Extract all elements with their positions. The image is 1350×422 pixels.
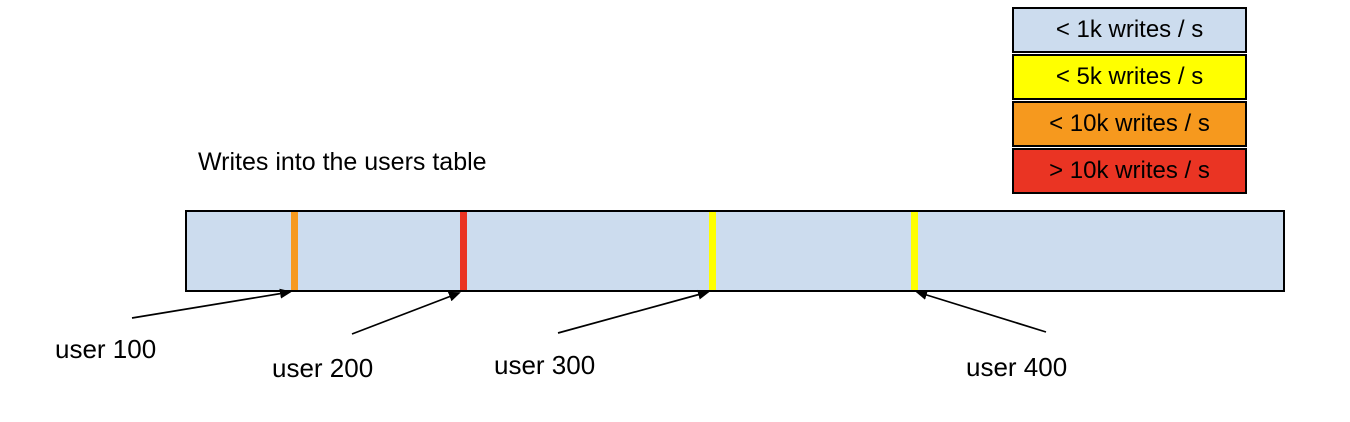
legend-item-label: < 5k writes / s xyxy=(1055,63,1204,90)
legend: < 1k writes / s < 5k writes / s < 10k wr… xyxy=(1012,7,1247,194)
legend-item-lt-1k: < 1k writes / s xyxy=(1012,7,1247,53)
arrow-user-300 xyxy=(557,289,710,334)
user-200-marker xyxy=(460,212,468,290)
user-100-label: user 100 xyxy=(55,334,157,364)
legend-item-label: < 10k writes / s xyxy=(1049,110,1210,137)
arrow-user-200 xyxy=(351,291,461,335)
user-400-label: user 400 xyxy=(966,352,1068,382)
arrow-user-400 xyxy=(915,290,1047,333)
arrow-user-100 xyxy=(131,288,292,319)
legend-item-lt-10k: < 10k writes / s xyxy=(1012,101,1247,147)
user-100-marker xyxy=(291,212,299,290)
user-200-label: user 200 xyxy=(272,353,374,383)
legend-item-label: < 1k writes / s xyxy=(1055,16,1204,43)
diagram-title: Writes into the users table xyxy=(198,148,487,176)
user-400-marker xyxy=(910,212,918,290)
legend-item-gt-10k: > 10k writes / s xyxy=(1012,148,1247,194)
legend-item-lt-5k: < 5k writes / s xyxy=(1012,54,1247,100)
user-300-marker xyxy=(708,212,716,290)
user-300-label: user 300 xyxy=(494,350,596,380)
legend-item-label: > 10k writes / s xyxy=(1049,157,1210,184)
users-table-bar xyxy=(185,210,1285,292)
